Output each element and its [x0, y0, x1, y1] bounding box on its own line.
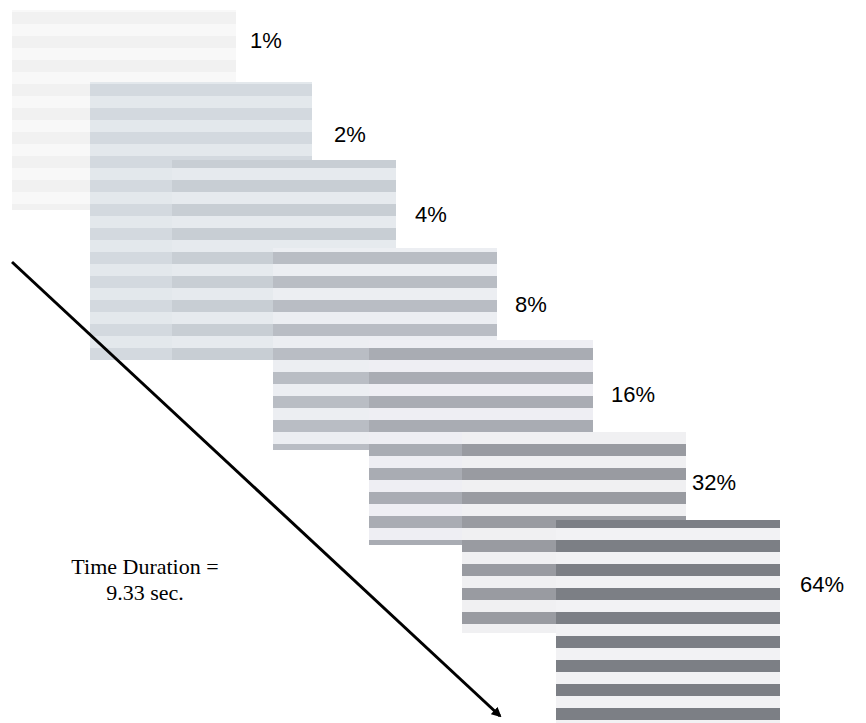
contrast-label: 16%: [611, 382, 655, 408]
contrast-label: 8%: [515, 292, 547, 318]
contrast-label: 64%: [800, 572, 844, 598]
contrast-label: 32%: [692, 470, 736, 496]
contrast-label: 1%: [250, 28, 282, 54]
contrast-label: 4%: [415, 202, 447, 228]
stripe-panel: [556, 520, 780, 723]
contrast-label: 2%: [334, 122, 366, 148]
time-arrow: [12, 262, 500, 716]
duration-note: Time Duration = 9.33 sec.: [50, 554, 240, 607]
